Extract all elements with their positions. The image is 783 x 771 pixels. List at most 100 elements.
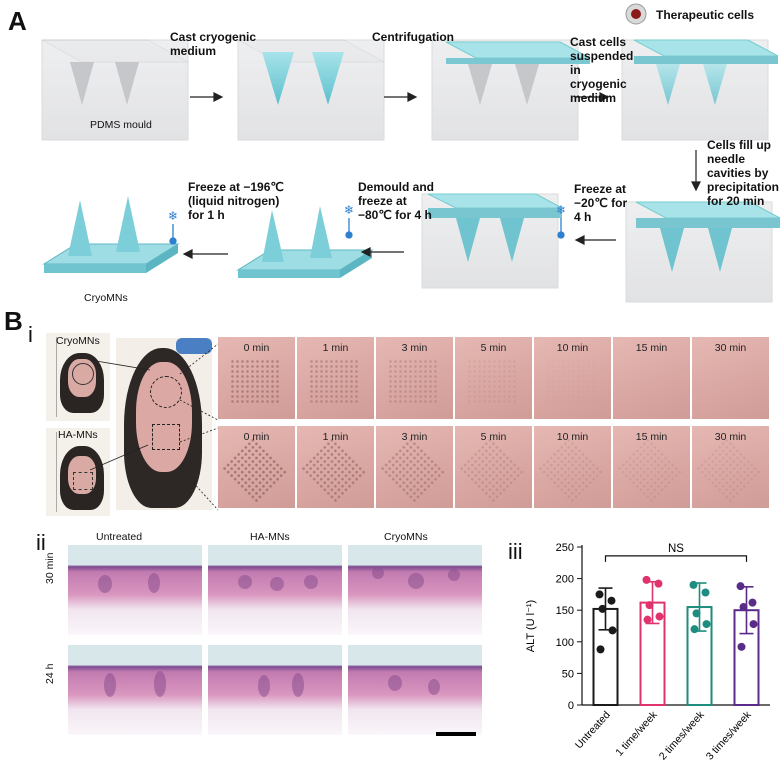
subpanel-label-iii: iii — [508, 539, 523, 564]
y-tick-label: 150 — [556, 605, 574, 617]
skin-tile-10-min: 10 min — [534, 426, 611, 508]
skin-tile-3-min: 3 min — [376, 426, 453, 508]
data-point — [701, 588, 710, 597]
histology-col-ha-mns: HA-MNs — [250, 531, 290, 543]
zoom-connector-lines — [89, 343, 219, 511]
mouse-label-ha-mns: HA-MNs — [58, 429, 98, 441]
therapeutic-cells-label: Therapeutic cells — [656, 8, 755, 22]
y-tick-label: 250 — [556, 542, 574, 554]
data-point — [748, 598, 757, 607]
time-label: 10 min — [556, 342, 589, 354]
scale-bar — [436, 732, 476, 736]
skin-tile-15-min: 15 min — [613, 337, 690, 419]
panel-label-a: A — [8, 6, 27, 36]
step-demould-freeze-80: Demould and freeze at −80℃ for 4 h — [358, 180, 435, 222]
process-arrows — [182, 92, 701, 259]
microneedle-imprint — [695, 436, 763, 504]
step-cast-cells: Cast cells suspended in cryogenic medium — [570, 35, 634, 105]
time-label: 30 min — [714, 431, 747, 443]
significance-label: NS — [668, 543, 684, 555]
step-freeze-minus20: Freeze at −20℃ for 4 h — [574, 182, 628, 224]
data-point — [749, 620, 758, 629]
microneedle-imprint — [221, 436, 289, 504]
demoulded-mn-array-1 — [236, 206, 374, 278]
panel-label-b: B — [4, 306, 23, 336]
microneedle-imprint — [537, 436, 605, 504]
skin-tile-30-min: 30 min — [692, 337, 769, 419]
time-label: 0 min — [243, 342, 270, 354]
svg-text:❄: ❄ — [168, 209, 178, 223]
thermometer-icon — [169, 218, 565, 245]
microneedle-imprint — [300, 436, 368, 504]
x-tick-label: Untreated — [573, 709, 613, 751]
data-point — [643, 615, 652, 624]
data-point — [645, 601, 654, 610]
step-cast-medium: Cast cryogenic medium — [170, 30, 257, 58]
y-tick-label: 200 — [556, 574, 574, 586]
histology-col-cryomns: CryoMNs — [384, 531, 428, 543]
skin-tile-15-min: 15 min — [613, 426, 690, 508]
microneedle-imprint — [388, 359, 438, 403]
data-point — [739, 603, 748, 612]
microneedle-imprint — [546, 359, 596, 403]
time-label: 15 min — [635, 431, 668, 443]
skin-tile-1-min: 1 min — [297, 426, 374, 508]
mouse-photo-cryomns — [46, 333, 110, 421]
data-point — [642, 575, 651, 584]
histology-row-24h: 24 h — [44, 663, 56, 684]
data-point — [702, 620, 711, 629]
microneedle-imprint — [616, 436, 684, 504]
y-tick-label: 100 — [556, 637, 574, 649]
skin-tile-5-min: 5 min — [455, 426, 532, 508]
histology-image — [348, 645, 482, 735]
cryomns-product-label: CryoMNs — [84, 292, 128, 304]
time-label: 5 min — [480, 431, 507, 443]
y-tick-label: 0 — [568, 700, 574, 712]
y-tick-label: 50 — [562, 668, 574, 680]
data-point — [654, 579, 663, 588]
data-point — [608, 626, 617, 635]
data-point — [737, 642, 746, 651]
time-label: 15 min — [635, 342, 668, 354]
data-point — [690, 625, 699, 634]
microneedle-imprint — [309, 359, 359, 403]
step-freeze-minus196: Freeze at −196℃ (liquid nitrogen) for 1 … — [188, 180, 284, 222]
x-tick-label: 2 times/week — [657, 708, 707, 762]
histology-row-30min: 30 min — [44, 552, 56, 584]
y-axis-label: ALT (U l⁻¹) — [525, 600, 537, 652]
time-label: 3 min — [401, 431, 428, 443]
pdms-mould-5 — [625, 201, 781, 303]
subpanel-label-ii: ii — [36, 530, 46, 555]
microneedle-imprint — [379, 436, 447, 504]
time-label: 1 min — [322, 431, 349, 443]
histology-col-untreated: Untreated — [96, 531, 143, 543]
subpanel-label-i: i — [28, 322, 33, 347]
step-precipitation: Cells fill up needle cavities by precipi… — [707, 138, 780, 208]
mouse-label-cryomns: CryoMNs — [56, 335, 100, 347]
svg-text:❄: ❄ — [344, 203, 354, 217]
data-point — [655, 612, 664, 621]
microneedle-imprint — [230, 359, 280, 403]
cryomn-array-product — [42, 196, 180, 273]
pdms-mould-2 — [237, 39, 385, 141]
skin-tile-5-min: 5 min — [455, 337, 532, 419]
skin-tile-3-min: 3 min — [376, 337, 453, 419]
histology-image — [208, 545, 342, 635]
skin-tile-0-min: 0 min — [218, 337, 295, 419]
data-point — [692, 609, 701, 618]
time-label: 30 min — [714, 342, 747, 354]
microneedle-imprint — [467, 359, 517, 403]
skin-tile-0-min: 0 min — [218, 426, 295, 508]
pdms-mould-6 — [421, 193, 563, 289]
histology-image — [208, 645, 342, 735]
pdms-mould-4 — [621, 3, 779, 141]
histology-image — [68, 545, 202, 635]
significance-bracket — [604, 555, 748, 562]
histology-image — [348, 545, 482, 635]
x-tick-label: 1 time/week — [613, 708, 660, 758]
pdms-mould-1 — [41, 39, 189, 141]
microneedle-imprint — [458, 436, 526, 504]
time-label: 0 min — [243, 431, 270, 443]
skin-tile-30-min: 30 min — [692, 426, 769, 508]
